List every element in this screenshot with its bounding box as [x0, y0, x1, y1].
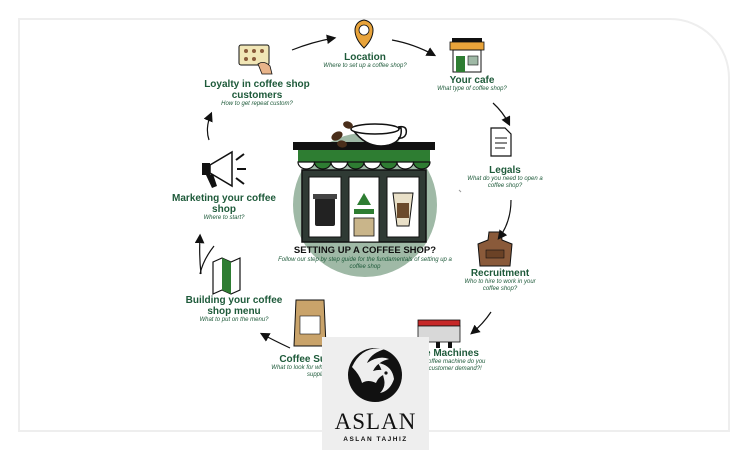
node-supplies-title: Coffee Su: [279, 354, 326, 365]
node-recruitment-sub: Who to hire to work in your coffee shop?: [464, 279, 536, 292]
loyalty-card-icon: [238, 44, 273, 75]
node-loyalty-title: Loyalty in coffee shop customers: [204, 79, 310, 101]
node-loyalty-sub: How to get repeat custom?: [221, 101, 293, 107]
node-cafe-title: Your cafe: [449, 75, 495, 86]
menu-icon: [212, 257, 241, 295]
coffee-bag-icon: [293, 299, 327, 347]
node-menu-sub: What to put on the menu?: [199, 317, 269, 323]
node-location-title: Location: [344, 52, 386, 63]
node-marketing-title: Marketing your coffee shop: [172, 193, 276, 215]
node-machines: e Machines coffee machine do you r custo…: [425, 348, 505, 373]
node-marketing: Marketing your coffee shop Where to star…: [172, 193, 276, 222]
node-machines-sub-2: r customer demand?!: [425, 366, 482, 372]
node-recruitment: Recruitment Who to hire to work in your …: [458, 268, 542, 293]
node-marketing-sub: Where to start?: [203, 215, 245, 221]
center-subtitle: Follow our step by step guide for the fu…: [278, 257, 452, 270]
lion-head-icon: [348, 348, 402, 402]
node-legals-sub: What do you need to open a coffee shop?: [467, 176, 543, 189]
aslan-logo: ASLAN ASLAN TAJHIZ: [322, 337, 429, 450]
location-pin-icon: [354, 19, 374, 49]
node-recruitment-title: Recruitment: [470, 268, 530, 279]
node-supplies: Coffee Su What to look for whe supplie: [262, 354, 326, 379]
node-location: Location Where to set up a coffee shop?: [310, 52, 420, 70]
apron-icon: [477, 231, 513, 267]
node-cafe: Your cafe What type of coffee shop?: [422, 75, 522, 93]
node-menu-title: Building your coffee shop menu: [185, 295, 283, 317]
node-menu: Building your coffee shop menu What to p…: [178, 295, 290, 324]
storefront-illustration: [293, 121, 437, 277]
node-loyalty: Loyalty in coffee shop customers How to …: [201, 79, 313, 108]
node-machines-title: e Machines: [425, 348, 479, 359]
logo-tagline: ASLAN TAJHIZ: [343, 436, 408, 443]
cycle-arrows: [194, 34, 512, 349]
node-cafe-sub: What type of coffee shop?: [437, 86, 507, 92]
node-machines-sub-1: coffee machine do you: [425, 359, 486, 365]
node-legals-title: Legals: [489, 165, 521, 176]
node-location-sub: Where to set up a coffee shop?: [323, 63, 407, 69]
logo-name: ASLAN: [334, 409, 417, 434]
megaphone-icon: [202, 150, 246, 188]
node-supplies-sub-2: supplie: [306, 372, 326, 378]
node-supplies-sub-1: What to look for whe: [271, 365, 326, 371]
node-legals: Legals What do you need to open a coffee…: [460, 165, 550, 190]
center-title: SETTING UP A COFFEE SHOP?: [293, 245, 437, 256]
legal-document-icon: [490, 127, 512, 157]
cafe-building-icon: [449, 38, 485, 73]
